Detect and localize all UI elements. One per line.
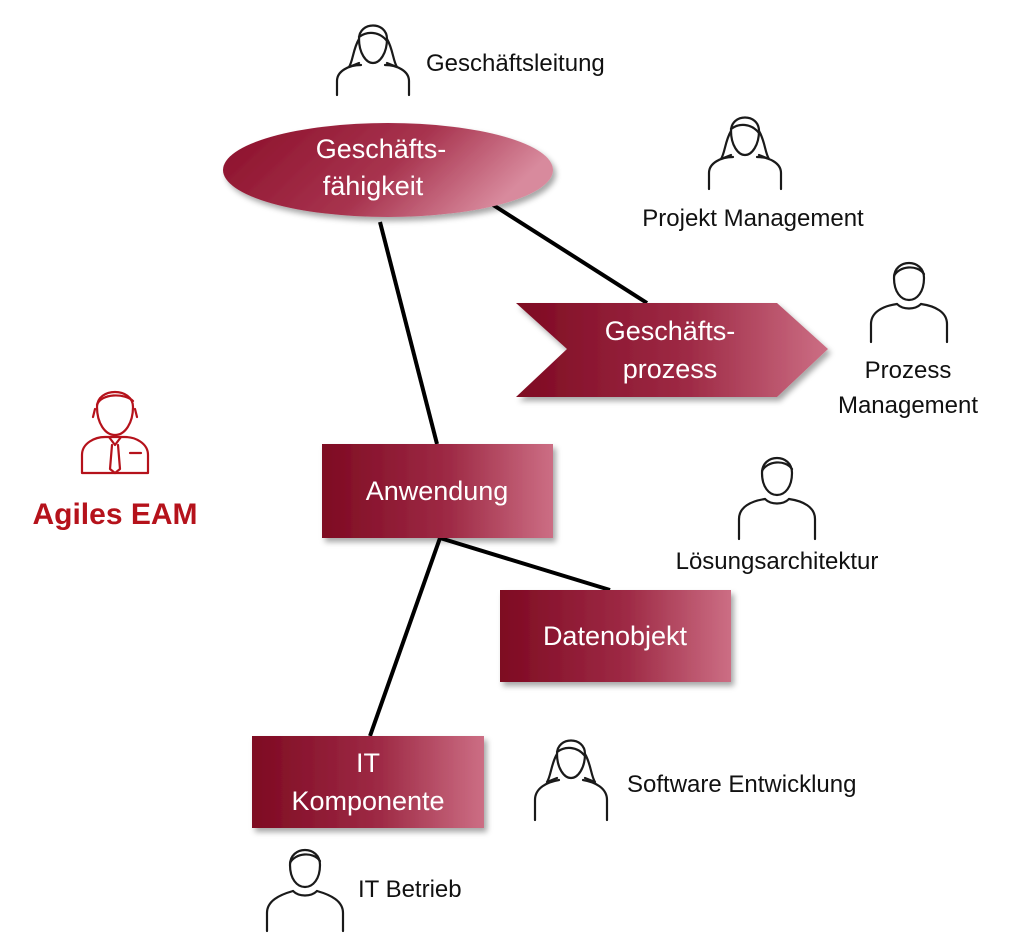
role-label: IT Betrieb xyxy=(358,876,462,903)
node-label-line1: Geschäfts- xyxy=(605,316,736,346)
brand: Agiles EAM xyxy=(32,391,198,531)
edges xyxy=(368,201,649,737)
role-label: Projekt Management xyxy=(642,205,864,232)
node-label-line1: Geschäfts- xyxy=(316,134,447,164)
role-geschaeftsleitung: Geschäftsleitung xyxy=(335,24,605,97)
woman-icon xyxy=(335,24,411,97)
role-label: Lösungsarchitektur xyxy=(676,548,879,575)
node-it-komponente: IT Komponente xyxy=(252,736,484,828)
role-label-line1: Prozess xyxy=(865,357,952,384)
rect-shape xyxy=(500,590,731,682)
role-software-entwicklung: Software Entwicklung xyxy=(533,739,856,822)
ellipse-shape xyxy=(223,123,553,217)
node-label-line2: Komponente xyxy=(291,786,444,816)
brand-title: Agiles EAM xyxy=(32,498,197,531)
edge-faehigkeit-prozess xyxy=(488,201,649,305)
role-label: Geschäftsleitung xyxy=(426,50,605,77)
node-datenobjekt: Datenobjekt xyxy=(500,590,731,682)
edge-anwendung-itkomponente xyxy=(368,537,442,737)
node-geschaeftsprozess: Geschäfts- prozess xyxy=(516,303,828,397)
node-label-line1: IT xyxy=(356,748,380,778)
role-label-line2: Management xyxy=(838,392,978,419)
node-label-line2: prozess xyxy=(623,354,718,384)
role-prozess-management: Prozess Management xyxy=(838,262,978,419)
woman-icon xyxy=(707,116,783,191)
node-label-line2: fähigkeit xyxy=(323,171,424,201)
edge-faehigkeit-anwendung xyxy=(378,221,439,445)
businessman-icon xyxy=(80,391,150,475)
chevron-shape xyxy=(516,303,828,397)
man-icon xyxy=(737,457,817,541)
woman-icon xyxy=(533,739,609,822)
man-icon xyxy=(265,849,345,933)
man-icon xyxy=(869,262,949,344)
node-anwendung: Anwendung xyxy=(322,444,553,538)
role-it-betrieb: IT Betrieb xyxy=(265,849,462,933)
rect-shape xyxy=(322,444,553,538)
node-label: Anwendung xyxy=(366,476,509,506)
rect-shape xyxy=(252,736,484,828)
node-label: Datenobjekt xyxy=(543,621,688,651)
role-projekt-management: Projekt Management xyxy=(642,116,864,232)
node-geschaeftsfaehigkeit: Geschäfts- fähigkeit xyxy=(223,123,553,217)
edge-anwendung-datenobjekt xyxy=(439,536,611,592)
role-loesungsarchitektur: Lösungsarchitektur xyxy=(676,457,879,575)
role-label: Software Entwicklung xyxy=(627,771,856,798)
